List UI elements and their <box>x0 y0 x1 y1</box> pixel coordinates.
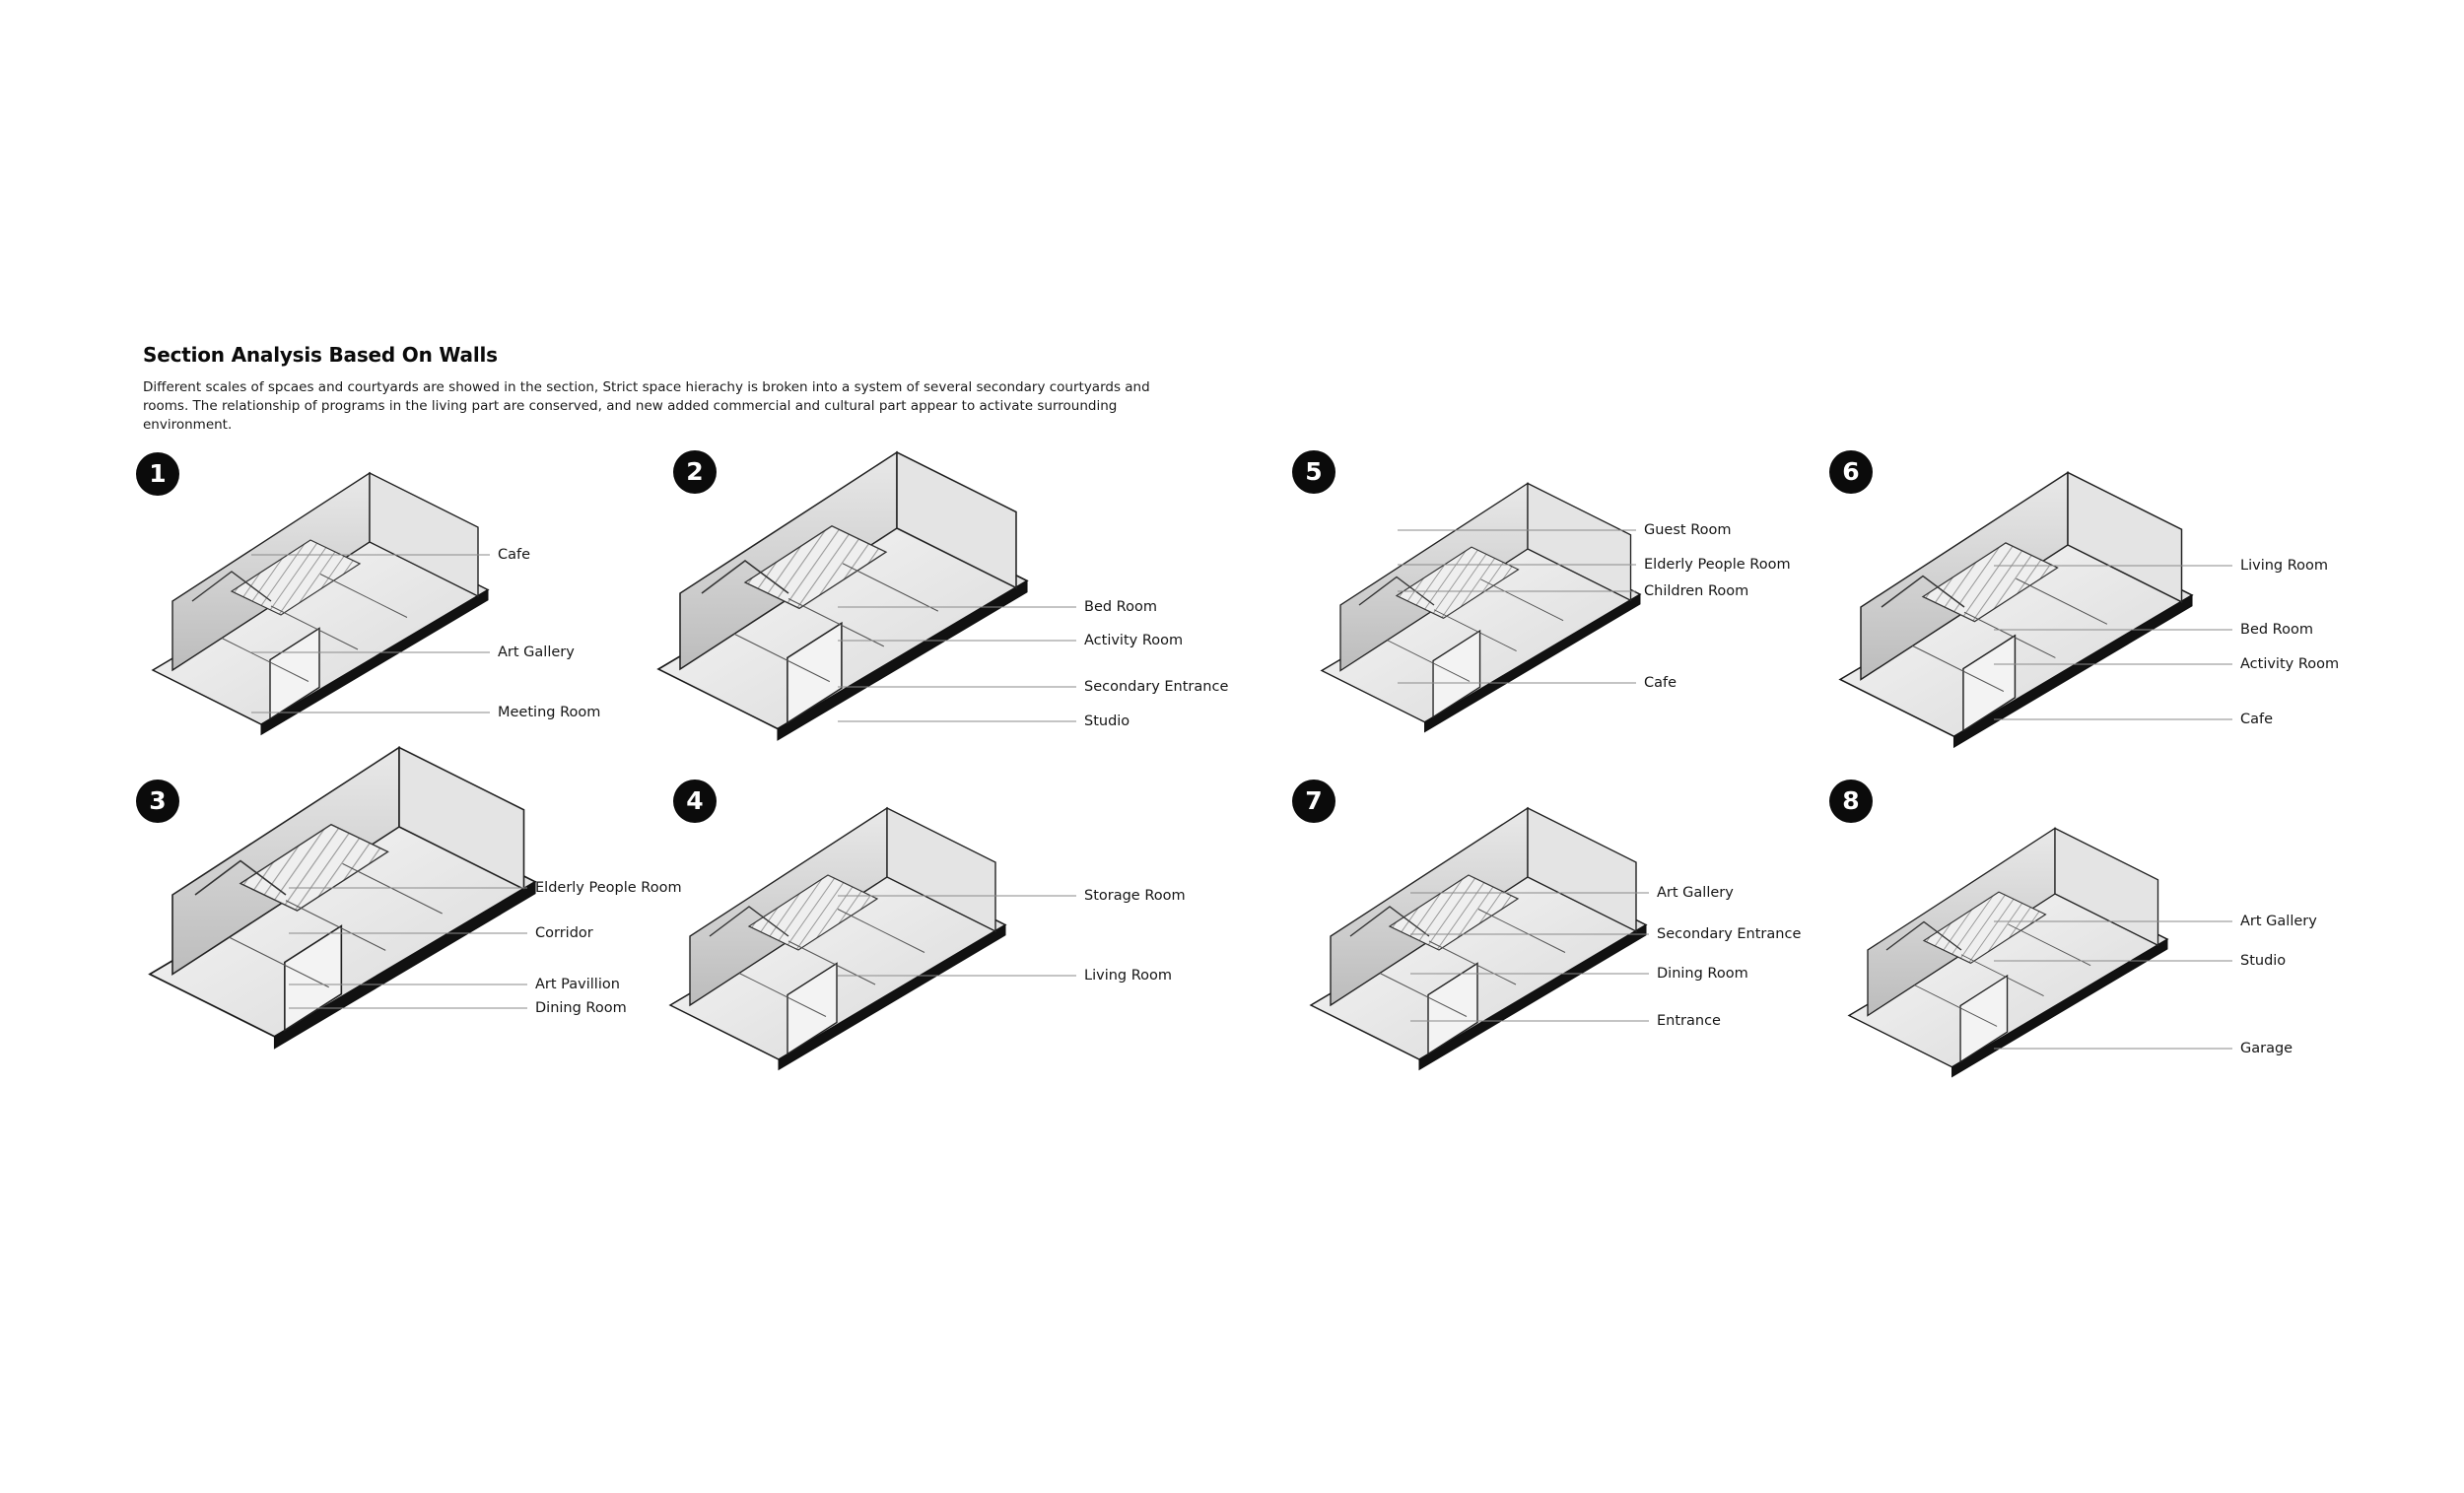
room-label: Elderly People Room <box>1644 557 1791 573</box>
axonometric-section-5 <box>1320 482 1642 733</box>
axonometric-section-6 <box>1838 471 2194 749</box>
section-number-badge: 3 <box>136 780 179 823</box>
room-label: Secondary Entrance <box>1084 679 1229 695</box>
axonometric-section-7 <box>1309 806 1648 1071</box>
room-label: Children Room <box>1644 583 1749 599</box>
room-label: Living Room <box>2240 558 2329 574</box>
room-label: Elderly People Room <box>535 880 682 896</box>
room-label: Dining Room <box>535 1000 627 1016</box>
room-label: Bed Room <box>1084 599 1157 615</box>
axonometric-section-4 <box>668 806 1007 1071</box>
room-label: Entrance <box>1657 1013 1721 1029</box>
section-number-badge: 7 <box>1292 780 1335 823</box>
room-label: Guest Room <box>1644 522 1732 538</box>
room-label: Living Room <box>1084 968 1173 984</box>
axonometric-section-2 <box>656 450 1029 741</box>
axonometric-section-8 <box>1847 827 2169 1078</box>
room-label: Cafe <box>498 547 531 563</box>
section-number-badge: 8 <box>1829 780 1873 823</box>
room-label: Art Gallery <box>498 645 575 660</box>
room-label: Garage <box>2240 1041 2293 1056</box>
room-label: Art Pavillion <box>535 977 620 992</box>
axonometric-section-3 <box>148 746 537 1050</box>
section-number-badge: 5 <box>1292 450 1335 494</box>
page-title: Section Analysis Based On Walls <box>143 343 498 367</box>
axonometric-section-1 <box>151 471 490 736</box>
room-label: Cafe <box>1644 675 1677 691</box>
description-paragraph: Different scales of spcaes and courtyard… <box>143 379 1150 433</box>
room-label: Art Gallery <box>2240 914 2317 929</box>
room-label: Bed Room <box>2240 622 2313 638</box>
room-label: Dining Room <box>1657 966 1748 982</box>
section-number-badge: 2 <box>673 450 717 494</box>
section-number-badge: 1 <box>136 452 179 496</box>
room-label: Activity Room <box>2240 656 2340 672</box>
section-number-badge: 4 <box>673 780 717 823</box>
room-label: Studio <box>2240 953 2287 969</box>
room-label: Corridor <box>535 925 593 941</box>
section-number-badge: 6 <box>1829 450 1873 494</box>
room-label: Storage Room <box>1084 888 1186 904</box>
room-label: Art Gallery <box>1657 885 1734 901</box>
room-label: Studio <box>1084 713 1130 729</box>
room-label: Secondary Entrance <box>1657 926 1802 942</box>
room-label: Activity Room <box>1084 633 1184 648</box>
room-label: Cafe <box>2240 712 2274 727</box>
room-label: Meeting Room <box>498 705 601 720</box>
